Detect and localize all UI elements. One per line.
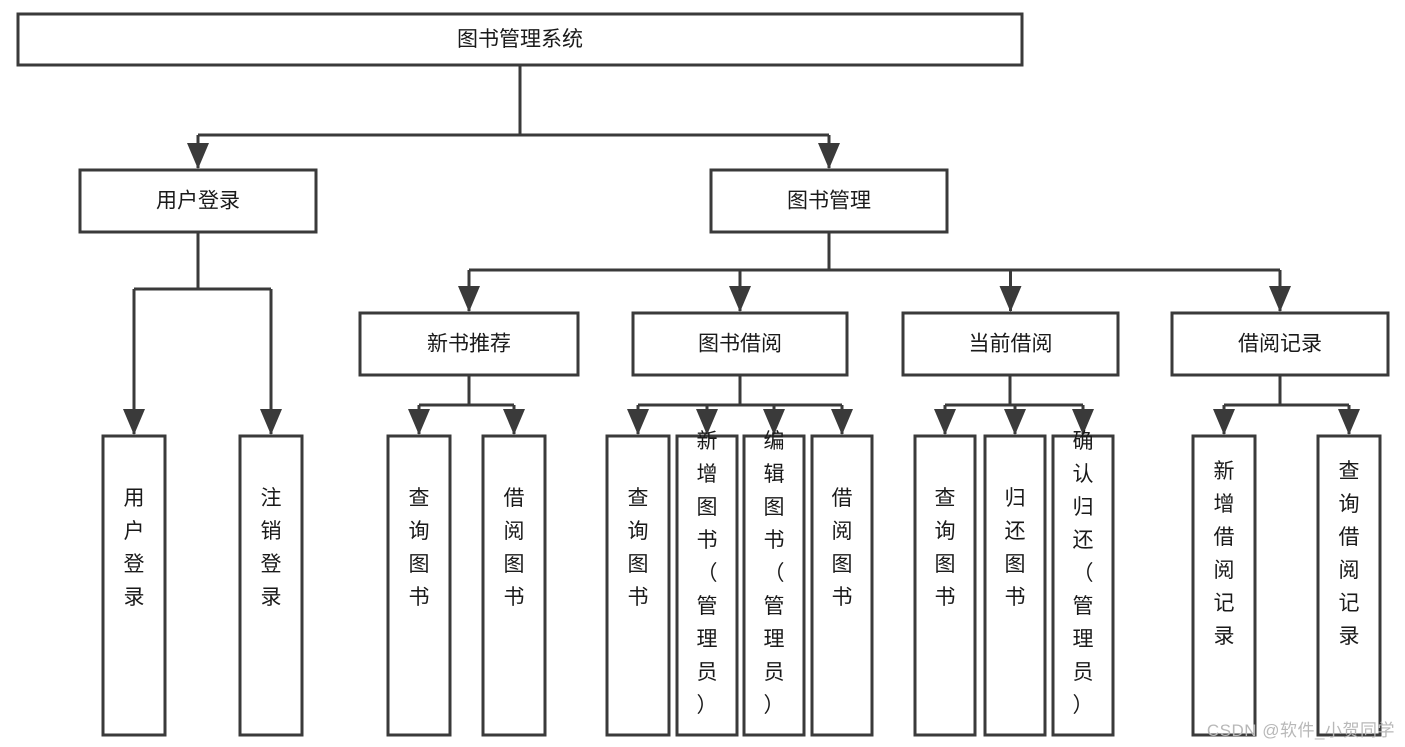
- node-box: [358, 311, 580, 377]
- node-label: 归还图书: [1005, 487, 1026, 609]
- node-box: [101, 434, 167, 737]
- node-label: 当前借阅: [969, 333, 1053, 356]
- arrow-head-icon: [503, 409, 525, 435]
- arrow-head-icon: [408, 409, 430, 435]
- node-label: 编辑图书（管理员）: [764, 430, 785, 717]
- node-box: [238, 434, 304, 737]
- arrow-head-icon: [729, 286, 751, 312]
- node-borrow-record[interactable]: 借阅记录: [1170, 311, 1390, 377]
- node-book-borrow[interactable]: 图书借阅: [631, 311, 849, 377]
- arrow-head-icon: [831, 409, 853, 435]
- node-current-borrow[interactable]: 当前借阅: [901, 311, 1120, 377]
- node-box: [605, 434, 671, 737]
- node-layer: 图书管理系统用户登录图书管理新书推荐图书借阅当前借阅借阅记录用户登录注销登录查询…: [16, 12, 1390, 737]
- arrow-head-icon: [1269, 286, 1291, 312]
- node-book-manage[interactable]: 图书管理: [709, 168, 949, 234]
- arrow-head-icon: [123, 409, 145, 435]
- node-leaf-return-book[interactable]: 归还图书: [983, 434, 1047, 737]
- node-label: 借阅图书: [504, 487, 525, 609]
- node-label: 借阅图书: [832, 487, 853, 609]
- node-box: [675, 434, 739, 737]
- node-box: [913, 434, 977, 737]
- arrow-head-icon: [999, 286, 1022, 312]
- arrow-head-icon: [1072, 409, 1094, 435]
- node-leaf-add-book[interactable]: 新增图书（管理员）: [675, 430, 739, 737]
- node-label: 图书借阅: [698, 333, 782, 356]
- node-leaf-borrow-book-1[interactable]: 借阅图书: [481, 434, 547, 737]
- node-leaf-query-book-1[interactable]: 查询图书: [386, 434, 452, 737]
- node-user-login[interactable]: 用户登录: [78, 168, 318, 234]
- node-leaf-query-book-3[interactable]: 查询图书: [913, 434, 977, 737]
- arrow-head-icon: [458, 286, 480, 312]
- node-box: [1316, 434, 1382, 737]
- node-box: [481, 434, 547, 737]
- arrow-head-icon: [696, 409, 718, 435]
- node-leaf-borrow-book-2[interactable]: 借阅图书: [810, 434, 874, 737]
- arrow-head-icon: [187, 143, 209, 169]
- arrow-head-icon: [934, 409, 956, 435]
- node-label: 借阅记录: [1238, 333, 1322, 356]
- node-box: [983, 434, 1047, 737]
- connector-layer: [123, 65, 1360, 435]
- node-box: [78, 168, 318, 234]
- node-label: 图书管理: [787, 190, 871, 213]
- node-label: 用户登录: [156, 190, 240, 213]
- arrow-head-icon: [1004, 409, 1026, 435]
- arrow-head-icon: [260, 409, 282, 435]
- node-box: [901, 311, 1120, 377]
- arrow-head-icon: [627, 409, 649, 435]
- node-label: 查询图书: [628, 487, 649, 609]
- node-box: [1170, 311, 1390, 377]
- node-leaf-add-record[interactable]: 新增借阅记录: [1191, 434, 1257, 737]
- node-label: 查询图书: [409, 487, 430, 609]
- node-label: 新书推荐: [427, 333, 511, 356]
- node-box: [810, 434, 874, 737]
- node-label: 查询借阅记录: [1339, 460, 1360, 648]
- node-label: 查询图书: [935, 487, 956, 609]
- node-new-book-rec[interactable]: 新书推荐: [358, 311, 580, 377]
- node-leaf-query-record[interactable]: 查询借阅记录: [1316, 434, 1382, 737]
- node-leaf-user-login[interactable]: 用户登录: [101, 434, 167, 737]
- arrow-head-icon: [1338, 409, 1360, 435]
- node-leaf-query-book-2[interactable]: 查询图书: [605, 434, 671, 737]
- node-undefined[interactable]: 图书管理系统: [16, 12, 1024, 67]
- node-box: [1191, 434, 1257, 737]
- node-box: [1051, 434, 1115, 737]
- arrow-head-icon: [763, 409, 785, 435]
- node-box: [386, 434, 452, 737]
- node-box: [709, 168, 949, 234]
- node-leaf-confirm-return[interactable]: 确认归还（管理员）: [1051, 430, 1115, 737]
- arrow-head-icon: [818, 143, 840, 169]
- arrow-head-icon: [1213, 409, 1235, 435]
- node-box: [631, 311, 849, 377]
- node-label: 新增图书（管理员）: [697, 430, 718, 717]
- node-box: [16, 12, 1024, 67]
- node-box: [742, 434, 806, 737]
- node-label: 确认归还（管理员）: [1073, 430, 1094, 717]
- node-leaf-logout[interactable]: 注销登录: [238, 434, 304, 737]
- node-leaf-edit-book[interactable]: 编辑图书（管理员）: [742, 430, 806, 737]
- node-label: 图书管理系统: [457, 28, 583, 51]
- node-label: 注销登录: [261, 487, 282, 609]
- node-label: 新增借阅记录: [1214, 460, 1235, 648]
- node-label: 用户登录: [124, 487, 145, 609]
